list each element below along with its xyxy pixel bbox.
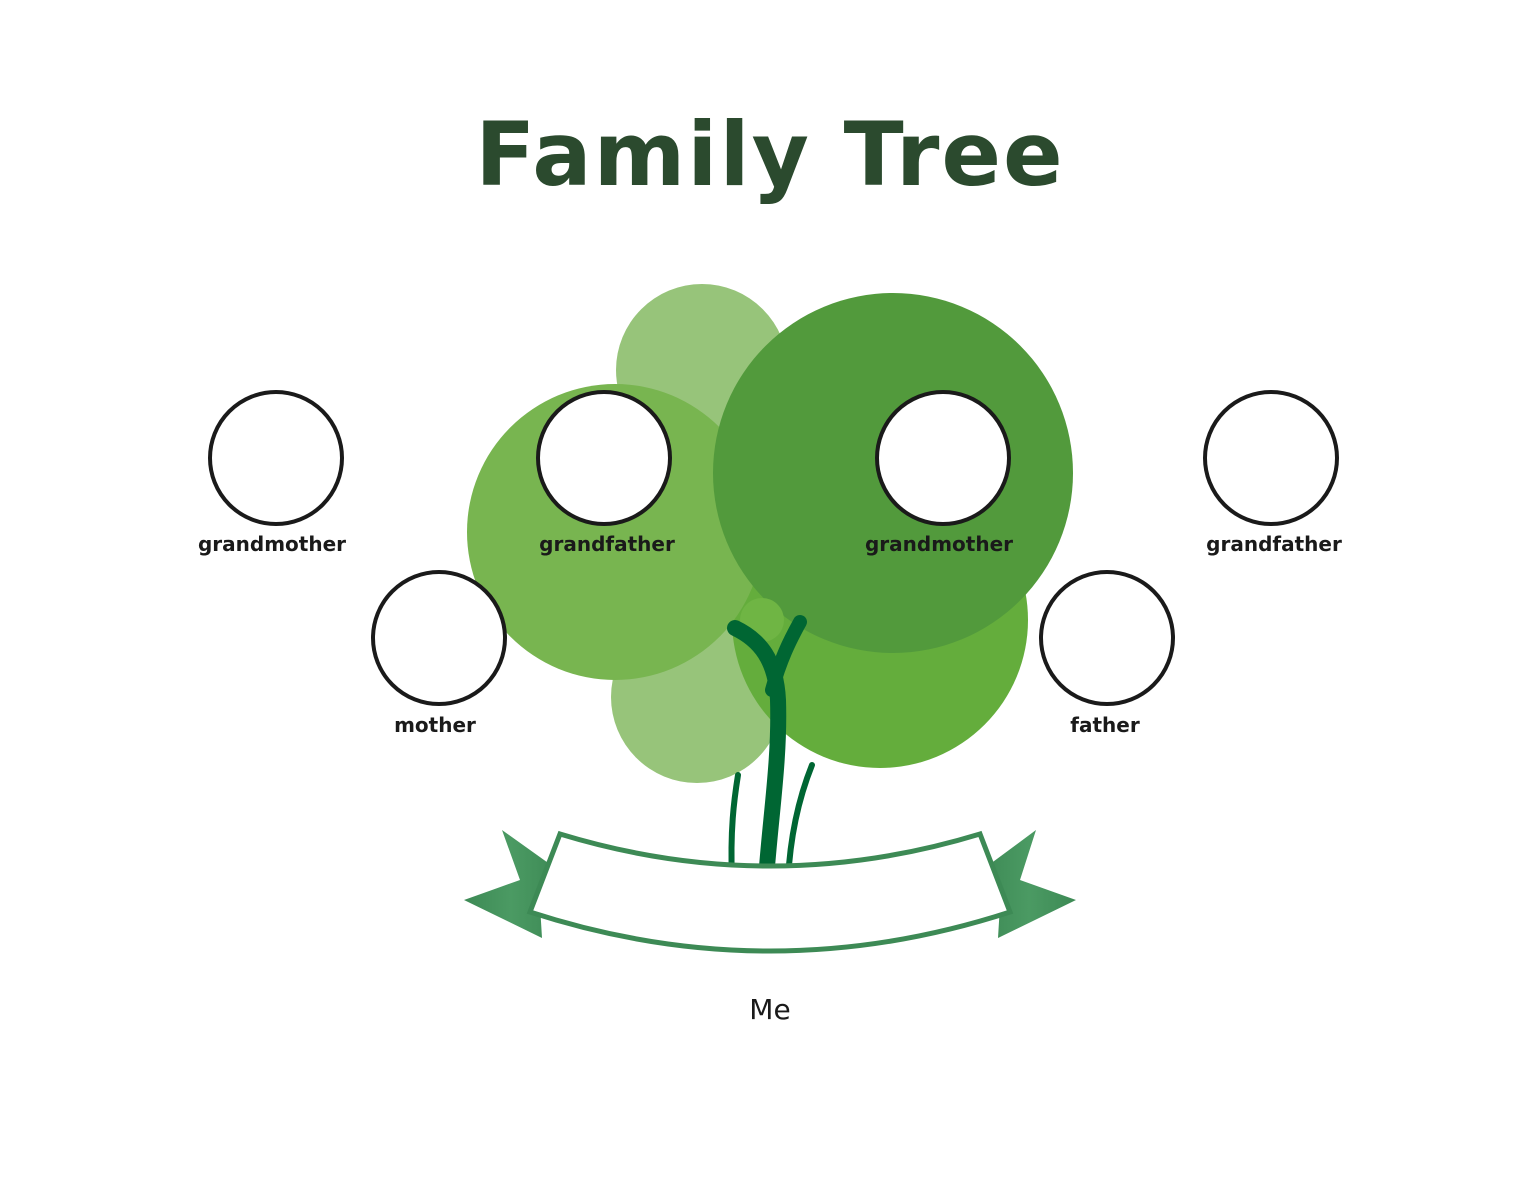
label-maternal-grandfather: grandfather [1206,532,1342,556]
label-maternal-grandmother: grandmother [864,532,1014,556]
photo-frame-maternal-grandfather[interactable] [1203,390,1339,526]
page-title: Family Tree [475,103,1065,206]
photo-frame-maternal-grandmother[interactable] [875,390,1011,526]
photo-frame-paternal-grandmother[interactable] [208,390,344,526]
label-paternal-grandmother: grandmother [197,532,347,556]
label-mother: mother [394,713,476,737]
photo-frame-paternal-grandfather[interactable] [536,390,672,526]
label-paternal-grandfather: grandfather [539,532,675,556]
photo-frame-mother[interactable] [371,570,507,706]
ribbon-banner [464,830,1076,954]
label-father: father [1070,713,1140,737]
label-me: Me [749,993,791,1026]
photo-frame-father[interactable] [1039,570,1175,706]
me-name-field[interactable] [580,860,960,930]
